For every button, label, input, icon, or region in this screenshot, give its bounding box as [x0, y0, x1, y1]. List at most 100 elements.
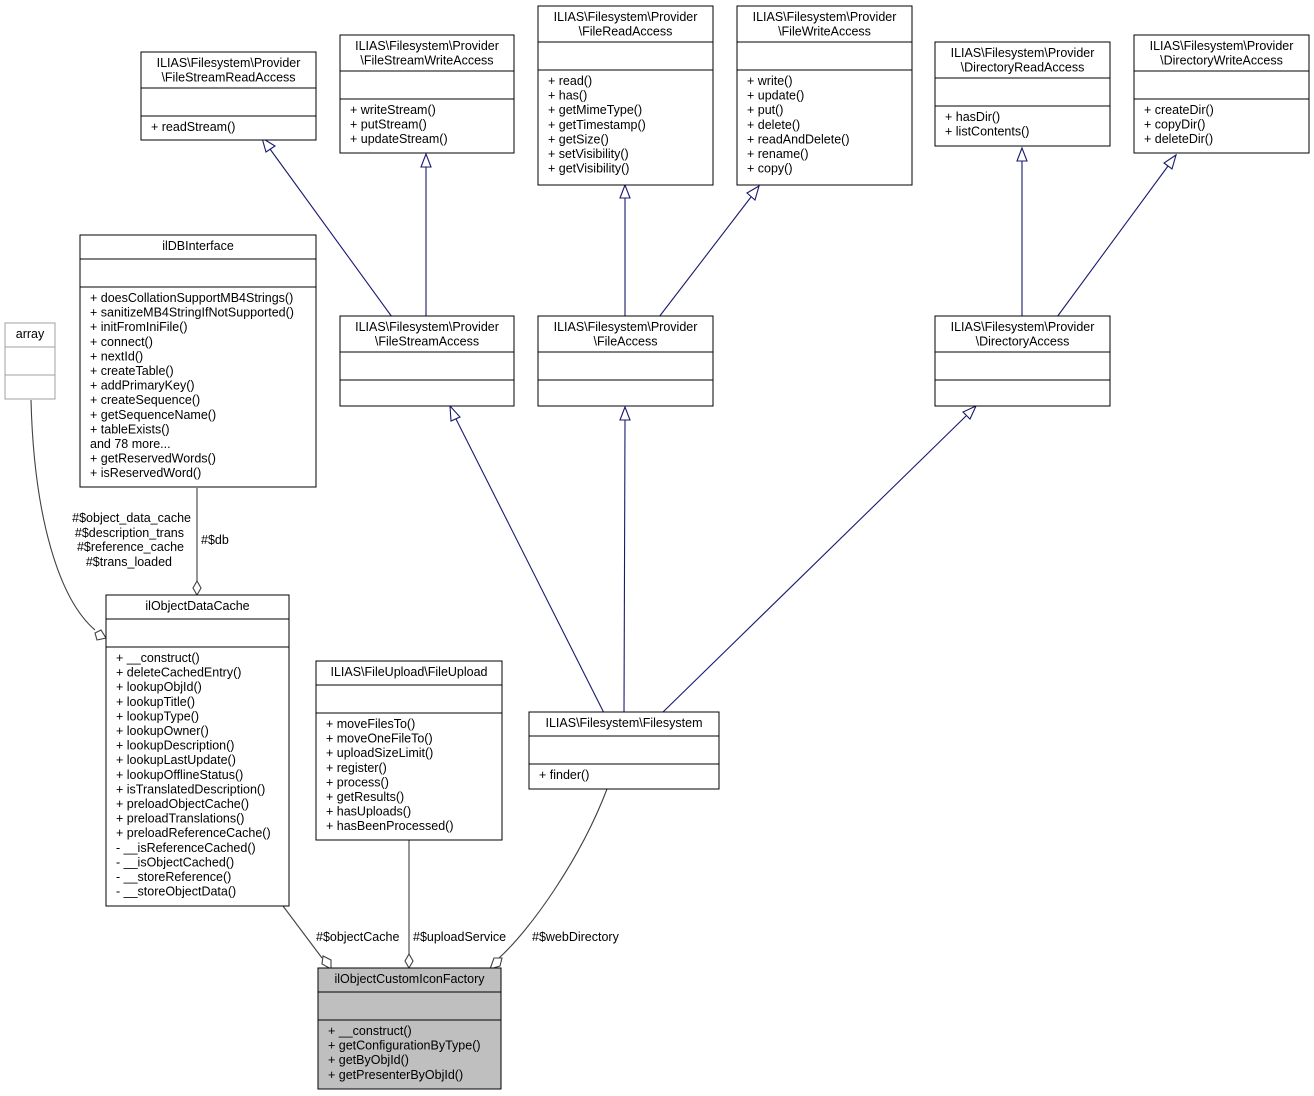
class-method: + initFromIniFile() — [90, 320, 188, 334]
class-method: + lookupDescription() — [116, 739, 234, 753]
edge-ilobjectdatacache-to-iconfactory — [282, 905, 323, 959]
class-title: ILIAS\Filesystem\Provider — [554, 320, 698, 334]
class-title: ILIAS\Filesystem\Provider — [753, 10, 897, 24]
class-method: + tableExists() — [90, 422, 170, 436]
class-title: ILIAS\FileUpload\FileUpload — [330, 665, 487, 679]
inheritance-arrowhead — [1163, 153, 1177, 170]
edge-label-upload-service: #$uploadService — [413, 930, 506, 944]
class-method: + connect() — [90, 335, 153, 349]
aggregation-diamond — [94, 629, 107, 641]
class-title: \FileStreamWriteAccess — [360, 54, 493, 68]
edge-label-description-trans: #$description_trans — [75, 526, 184, 540]
class-method: + put() — [747, 103, 783, 117]
class-method: + putStream() — [350, 118, 427, 132]
class-title: ILIAS\Filesystem\Filesystem — [546, 716, 703, 730]
class-method: + getReservedWords() — [90, 452, 216, 466]
class-boxes: ILIAS\Filesystem\Provider\FileStreamRead… — [4, 5, 1310, 1090]
class-directory-access: ILIAS\Filesystem\Provider\DirectoryAcces… — [934, 315, 1111, 407]
class-method: + update() — [747, 89, 804, 103]
class-box — [736, 5, 913, 186]
class-method: + isTranslatedDescription() — [116, 782, 265, 796]
inheritance-arrowhead — [420, 152, 432, 168]
class-title: \FileReadAccess — [579, 25, 673, 39]
class-method: + lookupType() — [116, 709, 199, 723]
edge-filesystem-to-fileaccess — [623, 419, 626, 714]
class-title: \FileStreamAccess — [375, 335, 479, 349]
inheritance-arrowhead — [1016, 146, 1028, 162]
class-method: + __construct() — [116, 651, 200, 665]
class-method: + read() — [548, 74, 592, 88]
class-method: - __storeObjectData() — [116, 885, 236, 899]
class-method: + sanitizeMB4StringIfNotSupported() — [90, 306, 294, 320]
class-title: ILIAS\Filesystem\Provider — [1150, 39, 1294, 53]
class-method: + lookupLastUpdate() — [116, 753, 236, 767]
class-method: + preloadObjectCache() — [116, 797, 249, 811]
class-file-access: ILIAS\Filesystem\Provider\FileAccess — [537, 315, 714, 407]
class-method: + lookupObjId() — [116, 680, 202, 694]
class-method: and 78 more... — [90, 437, 171, 451]
class-box — [140, 51, 317, 141]
class-method: + getPresenterByObjId() — [328, 1068, 463, 1082]
class-method: + getConfigurationByType() — [328, 1039, 481, 1053]
class-method: + preloadReferenceCache() — [116, 826, 271, 840]
class-method: + moveOneFileTo() — [326, 732, 433, 746]
class-title: ILIAS\Filesystem\Provider — [355, 39, 499, 53]
class-title: ILIAS\Filesystem\Provider — [951, 320, 1095, 334]
class-box — [1133, 34, 1310, 154]
class-method: + readStream() — [151, 120, 235, 134]
class-title: array — [16, 327, 45, 341]
inheritance-arrowhead — [746, 184, 760, 201]
class-method: + addPrimaryKey() — [90, 379, 195, 393]
class-method: + getTimestamp() — [548, 118, 646, 132]
inheritance-arrowhead — [449, 404, 461, 422]
class-file-stream-write-access: ILIAS\Filesystem\Provider\FileStreamWrit… — [339, 34, 515, 154]
class-box — [537, 5, 714, 186]
class-method: + createTable() — [90, 364, 174, 378]
edge-filesystem-to-filestreamaccess — [455, 418, 605, 714]
class-title: ilObjectDataCache — [145, 599, 249, 613]
class-method: + uploadSizeLimit() — [326, 746, 433, 760]
edge-filestreamaccess-to-filestreamreadaccess — [269, 148, 393, 318]
class-box — [528, 711, 720, 790]
edge-label-object-cache: #$objectCache — [316, 930, 399, 944]
class-directory-write-access: ILIAS\Filesystem\Provider\DirectoryWrite… — [1133, 34, 1310, 154]
inheritance-arrowhead — [619, 405, 631, 421]
aggregation-diamond — [404, 952, 414, 970]
class-box — [537, 315, 714, 407]
class-method: + getVisibility() — [548, 162, 629, 176]
class-method: + nextId() — [90, 349, 143, 363]
class-method: + rename() — [747, 147, 808, 161]
class-title: ilDBInterface — [162, 239, 234, 253]
class-method: + moveFilesTo() — [326, 717, 415, 731]
edge-directoryaccess-to-directorywriteaccess — [1056, 165, 1169, 318]
class-title: \DirectoryReadAccess — [961, 61, 1085, 75]
class-array: array — [4, 322, 56, 400]
edge-filesystem-to-directoryaccess — [661, 415, 967, 714]
class-title: ILIAS\Filesystem\Provider — [951, 46, 1095, 60]
class-title: \FileWriteAccess — [778, 25, 871, 39]
class-method: + lookupTitle() — [116, 695, 195, 709]
class-title: \DirectoryAccess — [976, 335, 1070, 349]
class-method: + getSize() — [548, 132, 609, 146]
class-box — [339, 315, 515, 407]
class-method: + finder() — [539, 768, 589, 782]
edge-filesystem-to-iconfactory — [498, 788, 608, 959]
class-method: + process() — [326, 775, 389, 789]
class-file-write-access: ILIAS\Filesystem\Provider\FileWriteAcces… — [736, 5, 913, 186]
class-method: + deleteCachedEntry() — [116, 666, 241, 680]
class-title: ILIAS\Filesystem\Provider — [157, 56, 301, 70]
class-file-stream-read-access: ILIAS\Filesystem\Provider\FileStreamRead… — [140, 51, 317, 141]
class-title: ilObjectCustomIconFactory — [334, 972, 485, 986]
inheritance-arrowhead — [619, 183, 631, 199]
class-method: + __construct() — [328, 1024, 412, 1038]
class-method: + hasDir() — [945, 110, 1000, 124]
class-file-stream-access: ILIAS\Filesystem\Provider\FileStreamAcce… — [339, 315, 515, 407]
class-title: ILIAS\Filesystem\Provider — [355, 320, 499, 334]
edge-fileaccess-to-filewriteaccess — [658, 196, 752, 318]
edge-labels: #$object_data_cache #$description_trans … — [72, 511, 619, 944]
class-method: - __storeReference() — [116, 870, 231, 884]
class-il-object-custom-icon-factory: ilObjectCustomIconFactory + __construct()… — [317, 967, 502, 1090]
inheritance-arrowhead — [261, 136, 277, 153]
class-method: + updateStream() — [350, 132, 448, 146]
